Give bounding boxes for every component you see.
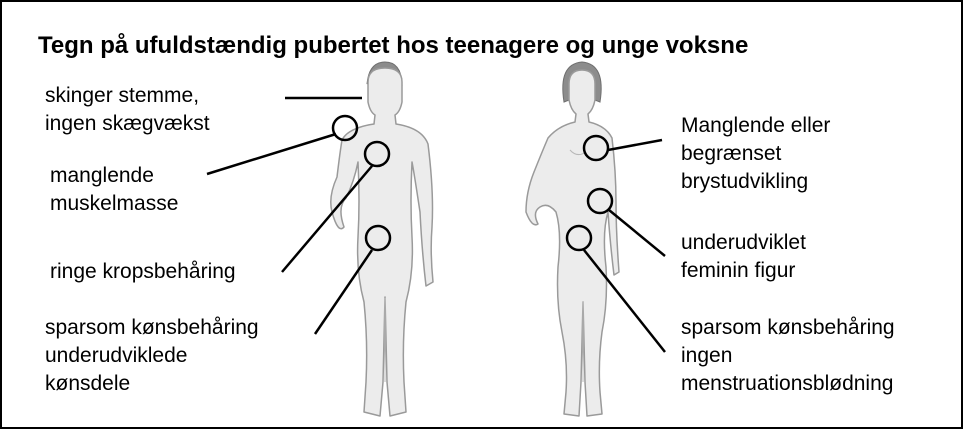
female-label-pubic-line-2: ingen — [681, 342, 895, 370]
male-label-body-hair: ringe kropsbehåring — [50, 258, 236, 286]
male-label-voice-line-1: skinger stemme, — [45, 82, 210, 110]
female-label-figure-line-1: underudviklet — [681, 229, 806, 257]
male-label-muscle-line-2: muskelmasse — [50, 190, 178, 218]
female-label-breast-line-1: Manglende eller — [681, 112, 830, 140]
male-label-voice: skinger stemme, ingen skægvækst — [45, 82, 210, 138]
female-label-figure: underudviklet feminin figur — [681, 229, 806, 285]
male-label-body-hair-line-1: ringe kropsbehåring — [50, 258, 236, 286]
male-label-pubic-line-3: kønsdele — [45, 370, 259, 398]
male-label-muscle: manglende muskelmasse — [50, 162, 178, 218]
male-label-pubic-line-1: sparsom kønsbehåring — [45, 314, 259, 342]
male-shoulder-pointer — [207, 134, 336, 174]
female-body — [526, 70, 619, 416]
male-label-pubic: sparsom kønsbehåring underudviklede køns… — [45, 314, 259, 398]
female-label-breast-line-2: begrænset — [681, 140, 830, 168]
female-label-figure-line-2: feminin figur — [681, 257, 806, 285]
male-label-voice-line-2: ingen skægvækst — [45, 110, 210, 138]
female-label-pubic-line-3: menstruationsblødning — [681, 370, 895, 398]
female-label-breast-line-3: brystudvikling — [681, 168, 830, 196]
female-label-pubic-line-1: sparsom kønsbehåring — [681, 314, 895, 342]
female-label-breast: Manglende eller begrænset brystudvikling — [681, 112, 830, 196]
female-label-pubic: sparsom kønsbehåring ingen menstruations… — [681, 314, 895, 398]
female-body-icon — [526, 62, 619, 416]
male-label-muscle-line-1: manglende — [50, 162, 178, 190]
male-body — [331, 68, 433, 416]
male-label-pubic-line-2: underudviklede — [45, 342, 259, 370]
female-breast-pointer — [608, 140, 662, 150]
